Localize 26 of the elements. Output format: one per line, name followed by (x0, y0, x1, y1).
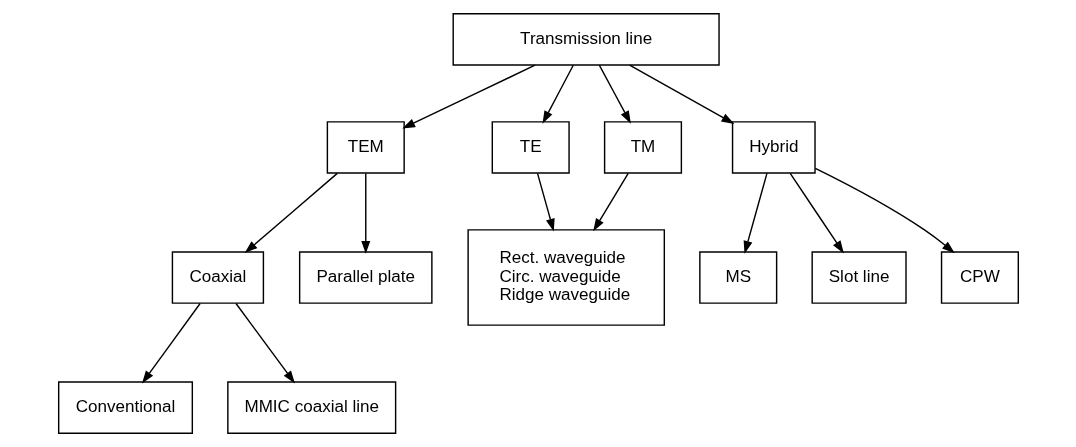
arrow (401, 64, 536, 129)
node-box: MMIC coaxial line (226, 381, 396, 434)
node-box: Conventional (57, 381, 193, 434)
node-box: Transmission line (452, 13, 720, 66)
node-box: TM (603, 121, 682, 174)
arrow (814, 167, 955, 254)
arrow (360, 172, 370, 254)
node-box: TEM (326, 121, 405, 174)
node-box: MS (698, 251, 777, 304)
node-box: TE (491, 121, 570, 174)
node-box: Coaxial (171, 251, 264, 304)
node-box: Hybrid (731, 121, 816, 174)
node-box: CPW (940, 251, 1019, 304)
arrow (598, 64, 631, 124)
arrow (592, 172, 629, 232)
node-box: Rect. waveguide Circ. waveguide Ridge waveguide (466, 229, 665, 326)
arrow (628, 64, 734, 124)
arrow (743, 172, 768, 254)
arrow (244, 172, 338, 254)
arrow (141, 302, 201, 384)
node-box: Parallel plate (298, 251, 433, 304)
node-box: Slot line (810, 251, 907, 304)
arrow (234, 302, 295, 384)
arrow (541, 64, 574, 124)
arrow (789, 172, 844, 254)
arrow (536, 172, 555, 232)
